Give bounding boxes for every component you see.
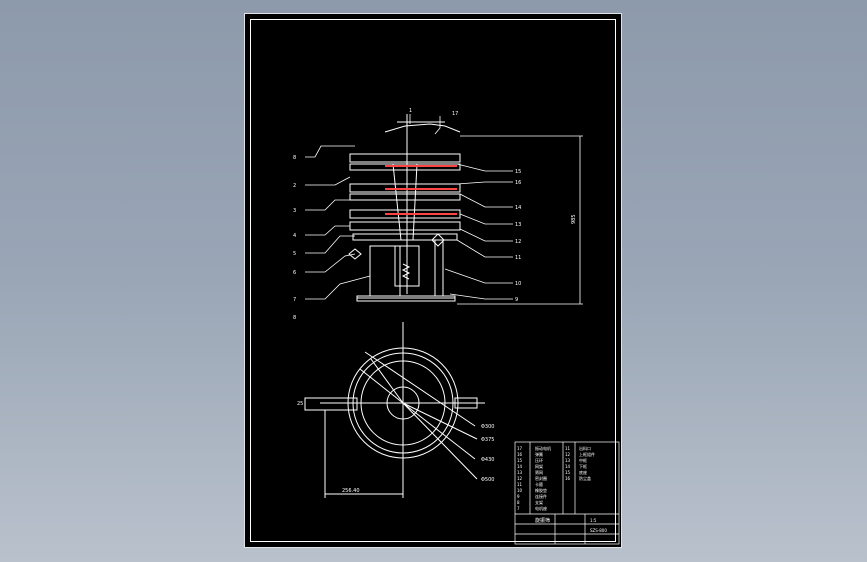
tb-cell-name: 网架 [535, 463, 543, 469]
balloon-right: 9 [515, 297, 518, 303]
balloon-left: 3 [293, 208, 296, 214]
tb-cell-name: 压环 [535, 458, 543, 463]
height-dimension [457, 135, 583, 305]
diameter-label: Φ500 [481, 477, 494, 483]
width-dim-text: 256.40 [342, 488, 360, 494]
frame-bottom [349, 221, 461, 231]
tb-cell-name: 密封圈 [535, 475, 547, 481]
tb-cell-name: 橡胶垫 [535, 487, 547, 493]
tb-cell-name: 筛网 [535, 469, 543, 475]
frame-upper [349, 163, 461, 171]
balloon-left: 5 [293, 251, 296, 257]
lid-outline [384, 123, 461, 133]
leaders-left [305, 145, 371, 300]
tb-cell-name: 弹簧 [535, 451, 543, 457]
balloon-right: 13 [515, 222, 521, 228]
balloon-right: 12 [515, 239, 521, 245]
tb-cell-no2: 16 [565, 476, 571, 481]
balloon-left: 8 [293, 155, 296, 161]
tb-cell-no: 14 [517, 464, 523, 469]
frame-mid2 [349, 193, 461, 201]
tb-cell-name2: 出料口 [579, 445, 591, 451]
balloon-top: 1 [409, 108, 412, 114]
base-plate [356, 295, 456, 302]
tb-cell-no: 15 [517, 458, 523, 463]
motor-housing [394, 245, 420, 287]
drawing-frame [250, 19, 616, 542]
tb-cell-no: 13 [517, 470, 523, 475]
height-dim-text: 985 [571, 214, 577, 224]
balloon-left: 8 [293, 315, 296, 321]
tb-cell-name2: 防尘盖 [579, 475, 591, 481]
elevation-view [348, 114, 461, 302]
tb-cell-name: 振动电机 [535, 445, 551, 451]
leaders-right [409, 114, 513, 300]
support-leg [434, 239, 444, 297]
tb-cell-no: 10 [517, 488, 523, 493]
shaft-outline [392, 163, 418, 241]
frame-mid [349, 183, 461, 193]
balloon-left: 4 [293, 233, 296, 239]
tb-cell-no: 8 [517, 500, 520, 505]
diameter-label: Φ430 [481, 457, 494, 463]
cad-drawing: 17振动电机11出料口16弹簧12上框组件15压环13中框14网架14下框13筛… [293, 108, 620, 545]
diameter-label: Φ375 [481, 437, 494, 443]
tb-cell-name: 连接件 [535, 493, 547, 499]
title-block [514, 441, 620, 545]
tb-cell-name: 电机座 [535, 505, 547, 511]
spring [401, 263, 411, 280]
balloon-top: 17 [452, 111, 458, 117]
tb-scale: 1:5 [590, 518, 597, 523]
balloon-left: 6 [293, 270, 296, 276]
balloon-right: 16 [515, 180, 521, 186]
tb-cell-name: 卡箍 [535, 481, 543, 487]
balloon-right: 15 [515, 169, 521, 175]
tb-cell-name: 支架 [535, 499, 543, 505]
tb-cell-name2: 中框 [579, 457, 587, 463]
balloon-left: 7 [293, 297, 296, 303]
tb-cell-no: 17 [517, 446, 523, 451]
outlet-left-plan [304, 397, 358, 411]
outlet-right-plan [454, 397, 478, 409]
balloon-left: 2 [293, 183, 296, 189]
circle-mid [360, 360, 446, 446]
side-dim-text: 25 [297, 401, 303, 407]
plan-view [304, 322, 485, 498]
title-block-rows: 17 振动电机 11 出料口 16 弹簧 12 上框组件 15 压环 13 中框 14 网架 14 下框 13 筛… [517, 445, 607, 533]
tb-cell-no: 11 [517, 482, 523, 487]
balloon-right: 10 [515, 281, 521, 287]
tb-cell-name2: 下框 [579, 463, 587, 469]
circle-outer2 [352, 352, 454, 454]
tb-cell-no: 12 [517, 476, 523, 481]
balloon-right: 14 [515, 205, 521, 211]
tb-cell-no2: 12 [565, 452, 571, 457]
tb-cell-no: 7 [517, 506, 520, 511]
frame-top [349, 153, 461, 163]
tb-cell-name2: 底座 [579, 469, 587, 475]
tb-cell-no2: 15 [565, 470, 571, 475]
tb-cell-no2: 14 [565, 464, 571, 469]
circle-inner [386, 386, 420, 420]
outlet-right [431, 233, 445, 247]
screen-mesh [385, 165, 457, 215]
tb-sheet-no: SZS-800 [590, 528, 607, 533]
tb-cell-no: 16 [517, 452, 523, 457]
tb-title: 旋振筛 [535, 517, 550, 524]
tb-cell-no2: 11 [565, 446, 571, 451]
outlet-left [348, 248, 362, 260]
tb-cell-name2: 上框组件 [579, 451, 595, 457]
tb-cell-no: 9 [517, 494, 520, 499]
diameter-label: Φ300 [481, 424, 494, 430]
tb-cell-no2: 13 [565, 458, 571, 463]
balloon-right: 11 [515, 255, 521, 261]
